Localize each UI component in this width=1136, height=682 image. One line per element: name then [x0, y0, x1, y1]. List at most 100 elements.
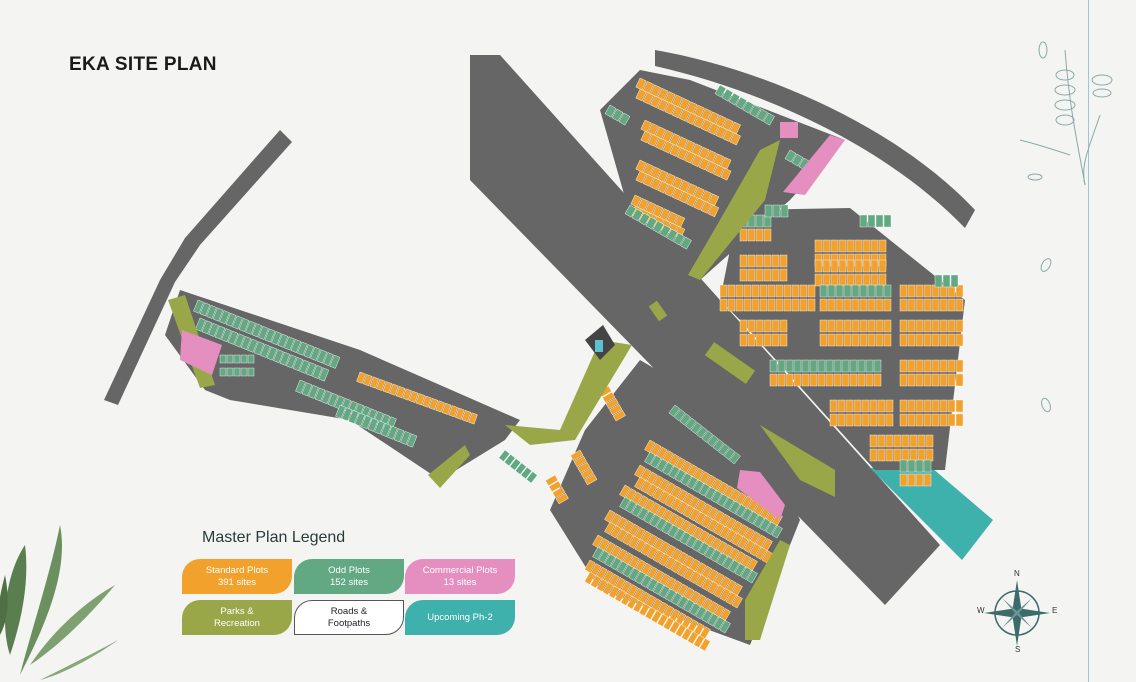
plot [498, 449, 511, 462]
plot [923, 298, 932, 312]
plot [791, 298, 800, 312]
plot [740, 566, 752, 580]
plot [690, 421, 703, 435]
plot [656, 613, 669, 627]
plot [604, 104, 617, 118]
plot [764, 204, 773, 218]
plot [875, 284, 884, 298]
plot [899, 459, 908, 473]
plot-row [219, 367, 255, 377]
plot [670, 560, 683, 574]
plot [691, 538, 704, 552]
plot-row [899, 459, 932, 473]
plot [763, 333, 772, 347]
plot [299, 359, 310, 374]
plot [682, 504, 694, 518]
plot [577, 461, 591, 474]
plot [865, 373, 874, 387]
plot [769, 359, 778, 373]
plot [679, 413, 692, 426]
plot [883, 319, 892, 333]
plot-row [498, 449, 538, 484]
plot [861, 399, 870, 413]
plot [857, 359, 866, 373]
plot [640, 119, 652, 133]
plot [909, 448, 918, 462]
plot [923, 333, 932, 347]
plot [640, 574, 652, 588]
plot [759, 298, 768, 312]
plot [685, 417, 697, 430]
plot [240, 367, 248, 377]
park-5 [428, 445, 470, 488]
plot [515, 462, 527, 475]
plot [878, 239, 887, 253]
plot [671, 592, 683, 606]
plot [652, 220, 665, 234]
plot [841, 359, 850, 373]
plot-row [635, 159, 720, 207]
plot [321, 390, 332, 405]
plot [751, 284, 760, 298]
plot [238, 318, 250, 332]
plot [696, 426, 708, 439]
plot [395, 386, 406, 399]
plot [376, 378, 386, 391]
compass-w: W [977, 606, 985, 615]
legend-commercial-plots: Commercial Plots 13 sites [405, 559, 515, 594]
plot-row [584, 571, 711, 652]
plot-row [769, 373, 882, 387]
plot [692, 479, 704, 493]
plot [685, 535, 698, 549]
plot [435, 400, 445, 413]
plot [676, 563, 689, 577]
plot [830, 273, 839, 287]
plot [635, 170, 647, 184]
plot [854, 239, 863, 253]
plot [193, 299, 204, 314]
plot [573, 455, 587, 468]
commercial-plots-ne [783, 135, 845, 195]
plot [899, 333, 908, 347]
plot [713, 522, 725, 536]
plot [934, 274, 943, 288]
plot [646, 546, 658, 560]
plot [899, 298, 908, 312]
plot [389, 383, 399, 396]
plot [598, 550, 610, 564]
plot [675, 624, 687, 638]
plot [610, 557, 622, 571]
plot [596, 578, 608, 592]
plot [807, 284, 816, 298]
plot [676, 147, 688, 161]
plot [664, 494, 676, 508]
plot [428, 398, 439, 411]
decorative-border-line [1088, 0, 1089, 682]
plot [955, 413, 964, 427]
plot-row [869, 434, 934, 448]
plot [212, 307, 224, 322]
legend-odd-plots: Odd Plots 152 sites [294, 559, 404, 594]
plot [602, 391, 616, 404]
plot [915, 473, 924, 487]
plot [689, 602, 701, 616]
plot [448, 405, 458, 418]
plot [755, 214, 764, 228]
plot [327, 392, 339, 407]
plot [356, 371, 366, 384]
park-2 [505, 340, 632, 445]
plot [612, 410, 626, 422]
plot [719, 298, 728, 312]
plot [862, 273, 871, 287]
plot [822, 273, 831, 287]
plot [915, 298, 924, 312]
plot [295, 379, 306, 394]
plot [950, 274, 959, 288]
plot [713, 164, 725, 178]
plot [731, 532, 743, 546]
plot-row [584, 559, 711, 640]
plot-row [545, 474, 569, 505]
plot [878, 259, 887, 273]
plot [901, 434, 910, 448]
